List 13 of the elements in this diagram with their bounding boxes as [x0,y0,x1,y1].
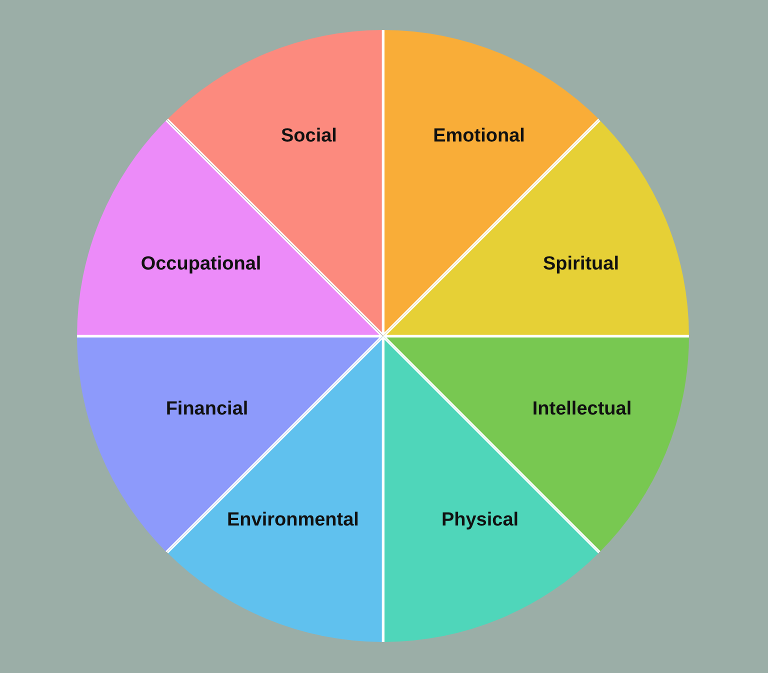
segment-label: Environmental [227,510,359,532]
wheel-segment [383,120,689,336]
segment-label: Occupational [140,254,262,276]
segment-label: Intellectual [532,400,632,420]
wheel-segment [166,336,383,642]
segment-label: Emotional [433,126,525,148]
wheel-segment [77,120,383,336]
segment-label: Physical [441,510,519,532]
segment-label: Social [281,126,337,148]
segment-label: Financial [166,400,248,420]
wheel-segment [383,336,689,552]
wheel-segment [77,336,383,552]
segment-label: Spiritual [543,254,619,276]
